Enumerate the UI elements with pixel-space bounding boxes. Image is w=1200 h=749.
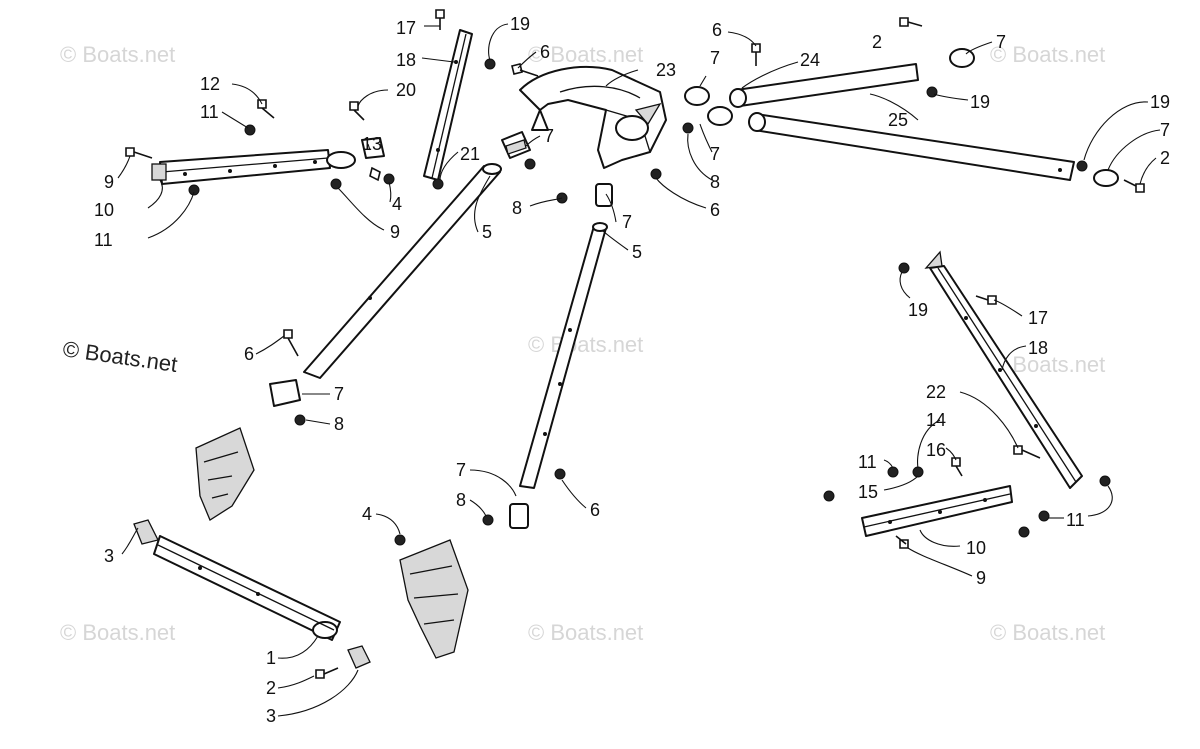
callout-3-left: 3 <box>104 546 114 566</box>
upper-tube-5-right <box>519 168 662 489</box>
callout-11-upper-left: 11 <box>200 102 219 122</box>
upper-tube-5-left <box>303 131 536 379</box>
callout-1: 1 <box>266 648 276 668</box>
right-bracket-18 <box>898 250 1111 489</box>
watermark-top-left: © Boats.net <box>60 42 175 67</box>
callout-19-far-right: 19 <box>1150 92 1170 112</box>
callout-24: 24 <box>800 50 820 70</box>
watermark-bottom-left: © Boats.net <box>60 620 175 645</box>
callout-9-mid: 9 <box>390 222 400 242</box>
callout-11-lower-left: 11 <box>94 230 113 250</box>
callout-13: 13 <box>362 134 382 154</box>
callout-22: 22 <box>926 382 946 402</box>
right-bar-10 <box>823 457 1050 549</box>
callout-16: 16 <box>926 440 946 460</box>
callout-15: 15 <box>858 482 878 502</box>
callout-20: 20 <box>396 80 416 100</box>
callout-3-bottom: 3 <box>266 706 276 726</box>
watermark-main: © Boats.net <box>61 336 179 377</box>
callout-19-right: 19 <box>908 300 928 320</box>
callout-7-center: 7 <box>544 126 554 146</box>
callout-5-right: 5 <box>632 242 642 262</box>
upper-right-tube-25 <box>707 106 1145 193</box>
callout-18-top: 18 <box>396 50 416 70</box>
callout-8-lower-left: 8 <box>334 414 344 434</box>
callout-4-upper: 4 <box>392 194 402 214</box>
watermark-bottom-right: © Boats.net <box>990 620 1105 645</box>
callout-2-far-right: 2 <box>1160 148 1170 168</box>
center-bracket-23 <box>519 65 667 169</box>
callout-9-upper-left: 9 <box>104 172 114 192</box>
callout-9-right: 9 <box>976 568 986 588</box>
callout-7-lower-center: 7 <box>456 460 466 480</box>
callout-19-upper-right: 19 <box>970 92 990 112</box>
callout-17-top: 17 <box>396 18 416 38</box>
callout-11-right-upper: 11 <box>858 452 877 472</box>
watermark-top-center: © Boats.net <box>528 42 643 67</box>
callout-23: 23 <box>656 60 676 80</box>
callout-2-bottom: 2 <box>266 678 276 698</box>
lower-left-bar-1 <box>133 519 371 679</box>
watermark-top-right: © Boats.net <box>990 42 1105 67</box>
watermark-mid-center: © Boats.net <box>528 332 643 357</box>
callout-10-right: 10 <box>966 538 986 558</box>
callout-labels: 17 19 18 6 20 12 11 13 21 9 10 11 4 9 5 … <box>94 14 1170 726</box>
callout-6-upper-right: 6 <box>712 20 722 40</box>
callout-14: 14 <box>926 410 946 430</box>
leader-lines <box>117 23 1161 717</box>
upper-left-bar <box>151 149 331 185</box>
watermarks: © Boats.net © Boats.net © Boats.net © Bo… <box>60 42 1105 645</box>
lower-left-mount <box>195 329 306 521</box>
callout-6-top: 6 <box>540 42 550 62</box>
callout-12: 12 <box>200 74 220 94</box>
callout-8-center: 8 <box>512 198 522 218</box>
callout-11-right-lower: 11 <box>1066 510 1085 530</box>
callout-8-lower-center: 8 <box>456 490 466 510</box>
callout-8-right: 8 <box>710 172 720 192</box>
lower-center-mount <box>394 468 566 659</box>
watermark-bottom-center: © Boats.net <box>528 620 643 645</box>
callout-6-lower-center: 6 <box>590 500 600 520</box>
callout-25: 25 <box>888 110 908 130</box>
callout-7-lower: 7 <box>710 144 720 164</box>
callout-7-right-tube: 7 <box>622 212 632 232</box>
callout-6-lower-left: 6 <box>244 344 254 364</box>
callout-10-upper-left: 10 <box>94 200 114 220</box>
callout-21: 21 <box>460 144 480 164</box>
callout-7-upper: 7 <box>710 48 720 68</box>
callout-18-right: 18 <box>1028 338 1048 358</box>
callout-2-upper: 2 <box>872 32 882 52</box>
callout-7-lower-left: 7 <box>334 384 344 404</box>
callout-5-left: 5 <box>482 222 492 242</box>
callout-7-far-right: 7 <box>1160 120 1170 140</box>
callout-7-upper-right: 7 <box>996 32 1006 52</box>
callout-4-lower: 4 <box>362 504 372 524</box>
callout-19-top: 19 <box>510 14 530 34</box>
upper-right-tube-24 <box>682 17 975 134</box>
callout-17-right: 17 <box>1028 308 1048 328</box>
callout-6-center: 6 <box>710 200 720 220</box>
